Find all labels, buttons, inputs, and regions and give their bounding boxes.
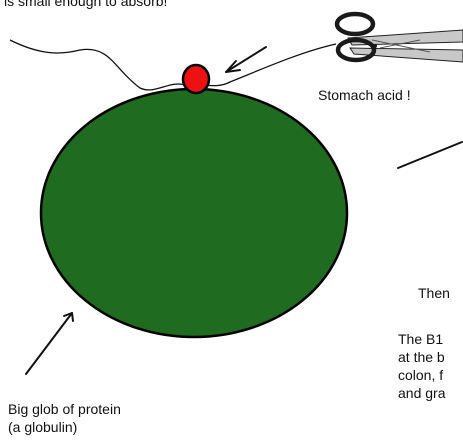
globulin-label-line: (a globulin) [8, 418, 121, 436]
partial-line [398, 142, 462, 168]
thread-line [10, 40, 336, 90]
globulin-blob [41, 89, 347, 337]
b12-description-line: The B1 [398, 330, 445, 348]
globulin-label: Big glob of protein (a globulin) [8, 400, 121, 436]
b12-molecule [183, 65, 209, 93]
b12-description: The B1 at the b colon, f and gra [398, 330, 445, 402]
then-label: Then [418, 284, 450, 302]
scissors-icon [337, 14, 463, 62]
b12-description-line: and gra [398, 384, 445, 402]
b12-description-line: colon, f [398, 366, 445, 384]
glob-pointer-arrow-icon [26, 313, 73, 374]
b12-pointer-arrow-icon [226, 47, 266, 72]
b12-description-line: at the b [398, 348, 445, 366]
stomach-acid-label: Stomach acid ! [318, 86, 411, 104]
globulin-label-line: Big glob of protein [8, 400, 121, 418]
absorb-caption: is small enough to absorb! [4, 0, 167, 10]
